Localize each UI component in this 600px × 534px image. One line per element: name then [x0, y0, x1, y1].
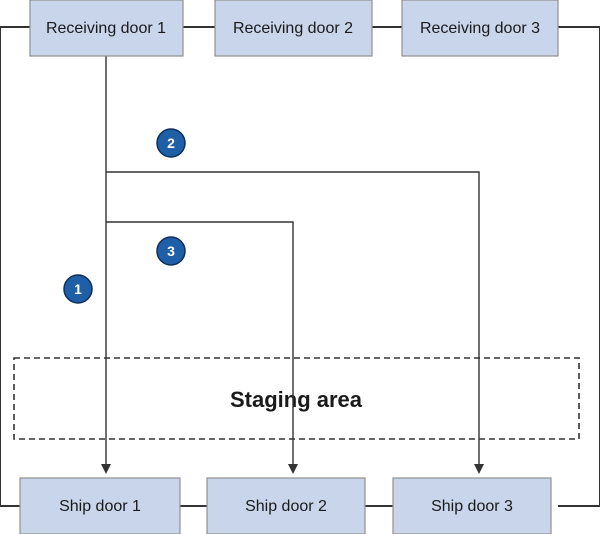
receiving-door-3: Receiving door 3	[401, 0, 559, 57]
route-2-path	[106, 171, 484, 474]
route-marker-2-number: 2	[167, 135, 175, 151]
route-marker-2: 2	[156, 128, 186, 158]
building-outline	[0, 26, 600, 507]
receiving-door-1-label: Receiving door 1	[46, 20, 166, 37]
receiving-door-3-label: Receiving door 3	[420, 20, 540, 37]
ship-door-1-label: Ship door 1	[59, 498, 141, 515]
receiving-door-2: Receiving door 2	[214, 0, 373, 57]
ship-door-3: Ship door 3	[392, 477, 552, 534]
receiving-door-1: Receiving door 1	[29, 0, 184, 57]
receiving-door-2-label: Receiving door 2	[233, 20, 353, 37]
route-marker-1: 1	[63, 274, 93, 304]
ship-door-2: Ship door 2	[206, 477, 366, 534]
ship-door-3-label: Ship door 3	[431, 498, 513, 515]
ship-door-2-label: Ship door 2	[245, 498, 327, 515]
route-marker-3-number: 3	[167, 243, 175, 259]
route-3-path	[106, 221, 298, 474]
staging-area	[13, 357, 580, 440]
route-marker-3: 3	[156, 236, 186, 266]
ship-door-1: Ship door 1	[19, 477, 181, 534]
staging-area-label: Staging area	[230, 387, 363, 412]
route-marker-1-number: 1	[74, 281, 82, 297]
